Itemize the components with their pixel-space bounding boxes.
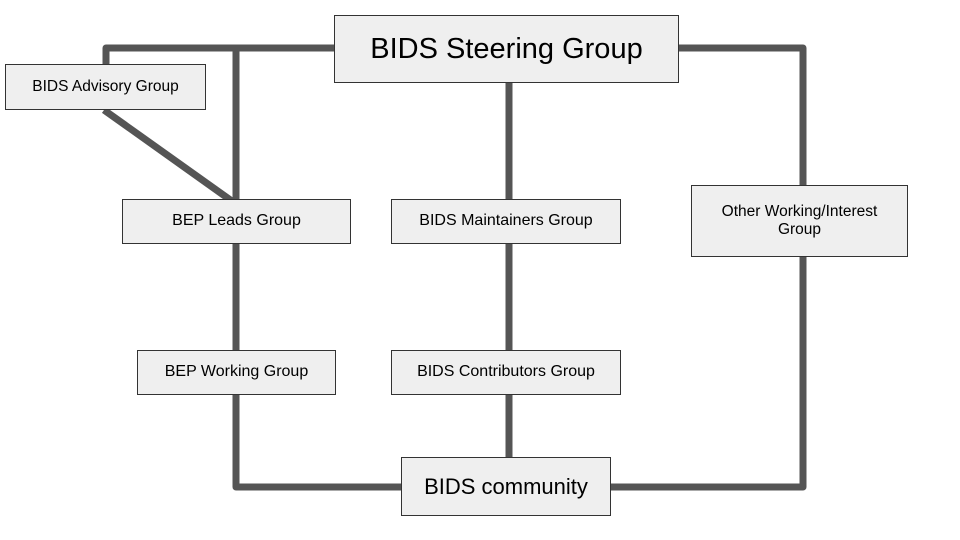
node-bids-community[interactable]: BIDS community — [401, 457, 611, 516]
node-bids-maintainers-group[interactable]: BIDS Maintainers Group — [391, 199, 621, 244]
node-bep-leads-group[interactable]: BEP Leads Group — [122, 199, 351, 244]
node-label: BIDS Contributors Group — [417, 363, 595, 381]
edge-steering-advisory — [102, 44, 334, 64]
node-bep-working-group[interactable]: BEP Working Group — [137, 350, 336, 395]
node-label: BIDS Maintainers Group — [419, 212, 593, 230]
node-label: BEP Working Group — [164, 363, 309, 381]
edge-bep-working-community — [232, 395, 401, 491]
edge-other-wg-community — [611, 257, 807, 491]
node-label: Other Working/Interest Group — [721, 202, 878, 238]
node-label: BIDS Advisory Group — [32, 77, 179, 95]
node-label: BIDS community — [424, 473, 588, 499]
node-label: BEP Leads Group — [172, 212, 301, 230]
node-bids-steering-group[interactable]: BIDS Steering Group — [334, 15, 679, 83]
node-bids-contributors-group[interactable]: BIDS Contributors Group — [391, 350, 621, 395]
node-bids-advisory-group[interactable]: BIDS Advisory Group — [5, 64, 206, 110]
edge-advisory-bep-leads — [101, 107, 239, 207]
node-label: BIDS Steering Group — [370, 32, 643, 65]
node-other-working-interest-group[interactable]: Other Working/Interest Group — [691, 185, 908, 257]
edge-steering-other-wg — [679, 44, 807, 185]
